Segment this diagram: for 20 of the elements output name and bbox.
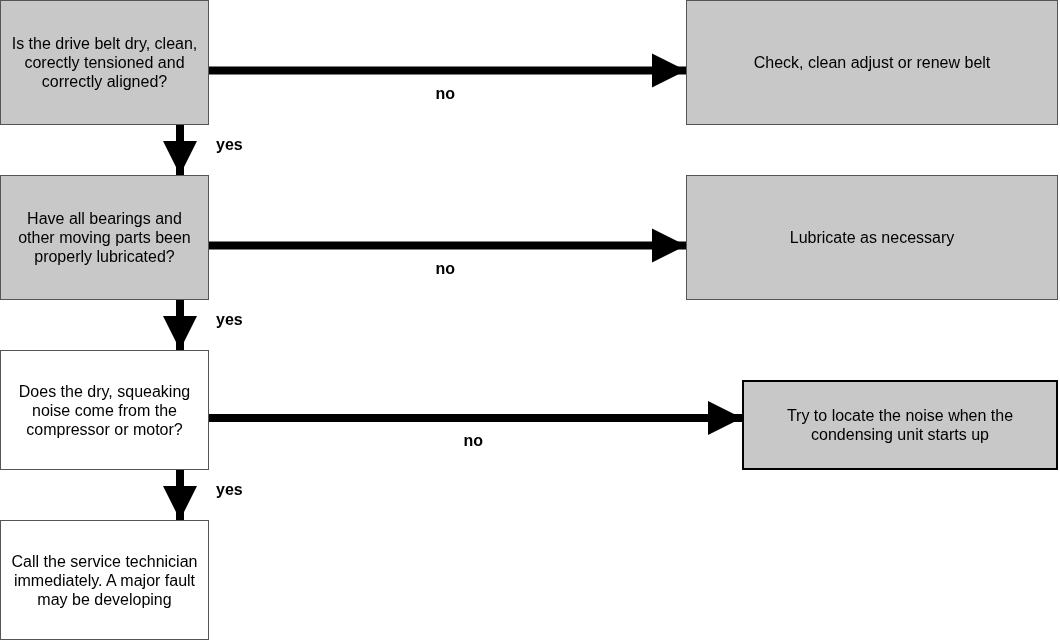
arrow bbox=[209, 401, 742, 435]
question-box bbox=[0, 175, 209, 300]
box-text: Try to locate the noise when the condensing unit starts up bbox=[785, 406, 1015, 444]
box-text: Have all bearings and other moving parts been properly lubricated? bbox=[17, 209, 192, 266]
arrow bbox=[163, 125, 197, 175]
question-box bbox=[0, 350, 209, 470]
box-text: Call the service technician immediately. A major fault may be developing bbox=[11, 551, 198, 609]
box-text: Lubricate as necessary bbox=[789, 228, 955, 247]
arrow bbox=[163, 470, 197, 520]
arrow bbox=[163, 300, 197, 350]
box-text: Is the drive belt dry, clean, corectly tensioned and correctly aligned? bbox=[11, 34, 198, 91]
box-text: Does the dry, squeaking noise come from the compressor or motor? bbox=[17, 381, 192, 439]
action-box bbox=[686, 0, 1058, 125]
question-box bbox=[0, 0, 209, 125]
action-box bbox=[742, 380, 1058, 470]
box-text: Check, clean adjust or renew belt bbox=[753, 53, 991, 72]
action-box bbox=[686, 175, 1058, 300]
arrow bbox=[209, 228, 686, 263]
arrow bbox=[209, 53, 686, 88]
question-box bbox=[0, 520, 209, 640]
